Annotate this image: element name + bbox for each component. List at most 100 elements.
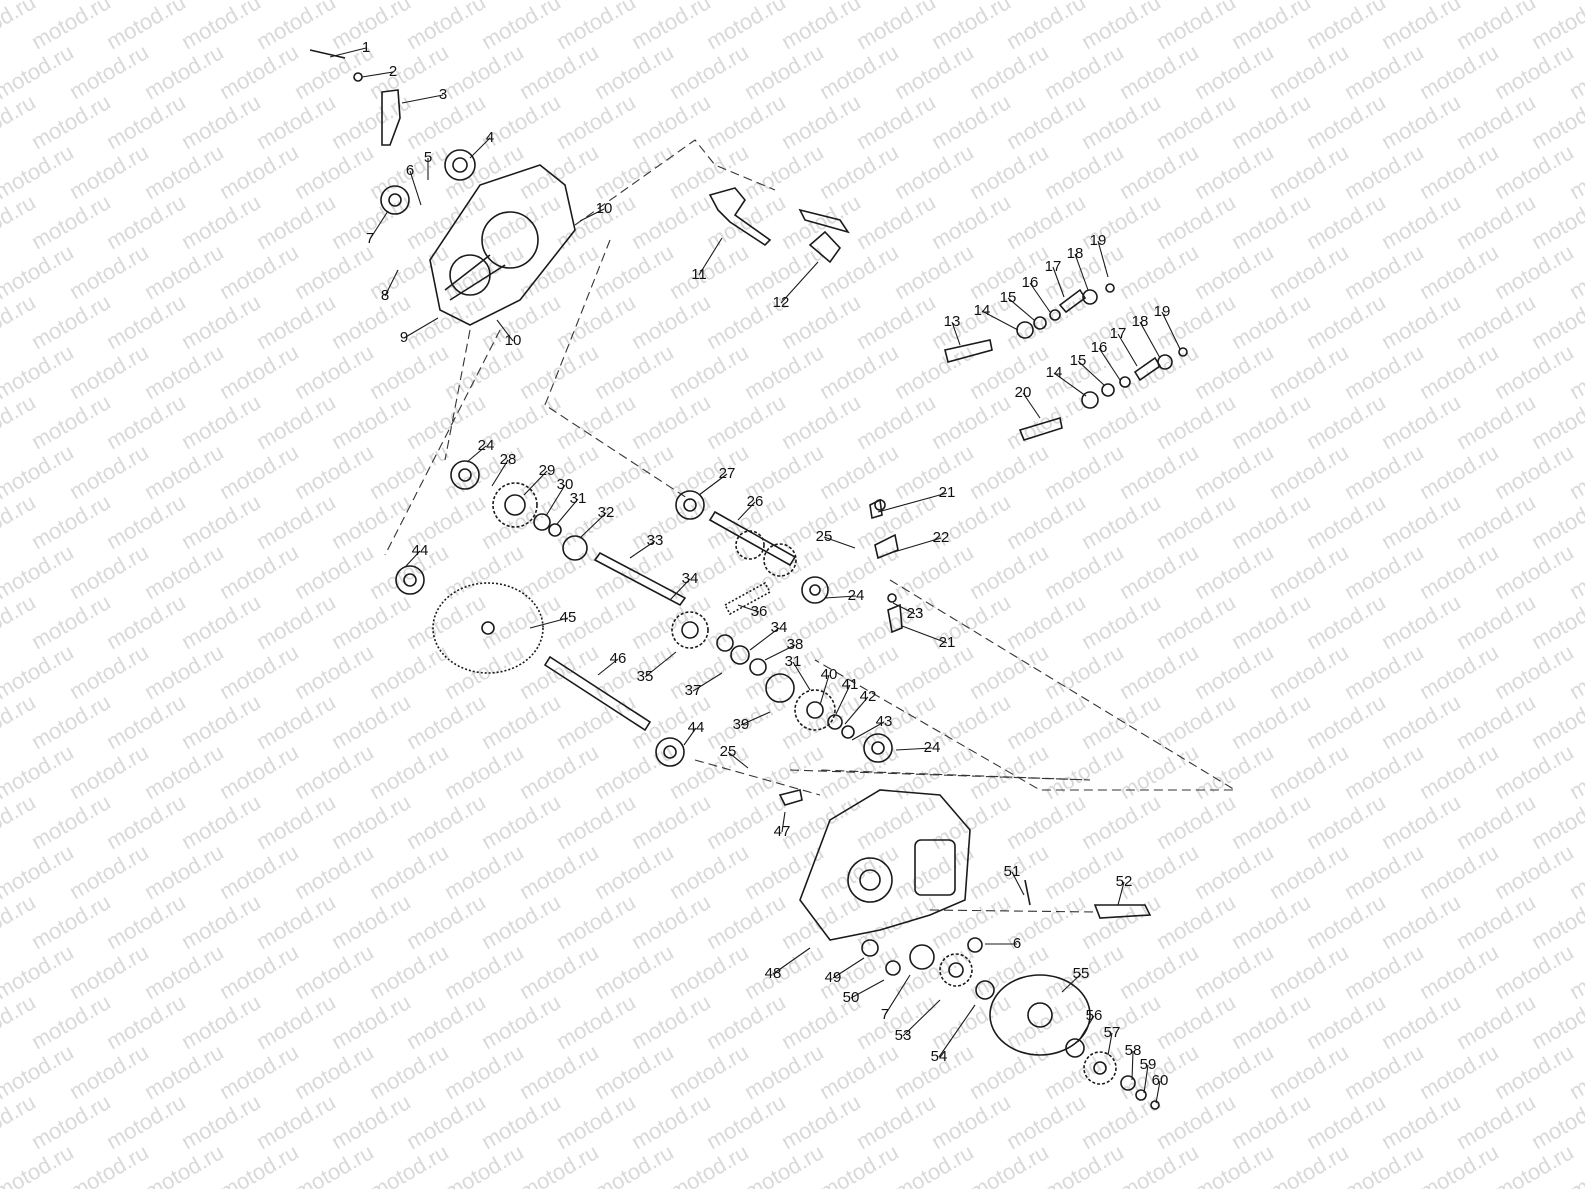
part-callout-5: 5 (424, 149, 432, 166)
part-callout-47: 47 (774, 823, 791, 840)
watermark-text: motod.ru (777, 189, 865, 254)
watermark-text: motod.ru (552, 789, 640, 854)
watermark-text: motod.ru (177, 589, 265, 654)
part-callout-17: 17 (1110, 325, 1127, 342)
watermark-text: motod.ru (27, 289, 115, 354)
watermark-text: motod.ru (1227, 589, 1315, 654)
watermark-text: motod.ru (1040, 539, 1128, 604)
watermark-text: motod.ru (515, 39, 603, 104)
callout-leader-line (892, 602, 916, 615)
watermark-text: motod.ru (1452, 889, 1540, 954)
watermark-text: motod.ru (102, 889, 190, 954)
watermark-text: motod.ru (365, 939, 453, 1004)
part-callout-58: 58 (1125, 1042, 1142, 1059)
watermark-text: motod.ru (852, 389, 940, 454)
part-callout-50: 50 (843, 989, 860, 1006)
watermark-text: motod.ru (627, 489, 715, 554)
callout-leader-line (981, 310, 1019, 331)
watermark-text: motod.ru (477, 889, 565, 954)
callout-leader-line (669, 578, 691, 601)
watermark-text: motod.ru (65, 239, 153, 304)
watermark-text: motod.ru (665, 639, 753, 704)
watermark-text: motod.ru (140, 139, 228, 204)
watermark-text: motod.ru (890, 339, 978, 404)
watermark-text: motod.ru (1115, 1139, 1203, 1189)
watermark-text: motod.ru (1340, 639, 1428, 704)
watermark-text: motod.ru (1340, 539, 1428, 604)
callout-leader-line (764, 644, 796, 661)
watermark-text: motod.ru (552, 689, 640, 754)
watermark-text: motod.ru (1077, 0, 1165, 54)
watermark-text: motod.ru (140, 739, 228, 804)
watermark-text: motod.ru (477, 0, 565, 54)
watermark-text: motod.ru (1340, 239, 1428, 304)
watermark-text: motod.ru (590, 639, 678, 704)
watermark-text: motod.ru (1415, 739, 1503, 804)
watermark-text: motod.ru (27, 589, 115, 654)
part-callout-44: 44 (688, 719, 705, 736)
watermark-text: motod.ru (1077, 489, 1165, 554)
watermark-text: motod.ru (1115, 839, 1203, 904)
watermark-text: motod.ru (65, 939, 153, 1004)
callout-leader-line (737, 501, 756, 521)
watermark-text: motod.ru (515, 339, 603, 404)
watermark-text: motod.ru (1002, 689, 1090, 754)
watermark-text: motod.ru (852, 89, 940, 154)
watermark-text: motod.ru (1452, 389, 1540, 454)
lower-case (778, 789, 971, 941)
watermark-text: motod.ru (1265, 339, 1353, 404)
watermark-text: motod.ru (27, 389, 115, 454)
watermark-text: motod.ru (740, 939, 828, 1004)
watermark-text: motod.ru (365, 839, 453, 904)
callout-leader-line (851, 721, 885, 741)
part-callout-26: 26 (747, 493, 764, 510)
watermark-text: motod.ru (1452, 0, 1540, 54)
watermark-text: motod.ru (327, 89, 415, 154)
part-callout-43: 43 (876, 713, 893, 730)
watermark-text: motod.ru (1227, 789, 1315, 854)
watermark-text: motod.ru (215, 239, 303, 304)
watermark-text: motod.ru (365, 739, 453, 804)
watermark-text: motod.ru (777, 289, 865, 354)
part-callout-21: 21 (939, 484, 956, 501)
watermark-text: motod.ru (327, 0, 415, 54)
watermark-text: motod.ru (65, 139, 153, 204)
watermark-text: motod.ru (102, 189, 190, 254)
watermark-text: motod.ru (27, 89, 115, 154)
watermark-text: motod.ru (1040, 739, 1128, 804)
watermark-text: motod.ru (477, 1089, 565, 1154)
watermark-text: motod.ru (1452, 589, 1540, 654)
watermark-text: motod.ru (1340, 139, 1428, 204)
watermark-text: motod.ru (1152, 89, 1240, 154)
part-callout-33: 33 (647, 532, 664, 549)
watermark-text: motod.ru (590, 139, 678, 204)
callout-leader-line (529, 617, 569, 629)
callout-leader-line (1052, 266, 1065, 298)
callout-leader-line (737, 604, 760, 613)
watermark-text: motod.ru (1190, 39, 1278, 104)
part-callout-10: 10 (596, 200, 613, 217)
watermark-text: motod.ru (27, 689, 115, 754)
watermark-text: motod.ru (815, 239, 903, 304)
watermark-text: motod.ru (1115, 339, 1203, 404)
watermark-text: motod.ru (890, 939, 978, 1004)
watermark-text: motod.ru (1415, 39, 1503, 104)
watermark-text: motod.ru (1227, 889, 1315, 954)
watermark-text: motod.ru (1152, 689, 1240, 754)
watermark-text: motod.ru (252, 789, 340, 854)
watermark-text: motod.ru (1377, 89, 1465, 154)
watermark-text: motod.ru (440, 839, 528, 904)
callout-leader-line (329, 47, 367, 58)
part-callout-13: 13 (944, 313, 961, 330)
callout-leader-line (893, 537, 942, 553)
watermark-text: motod.ru (102, 589, 190, 654)
watermark-text: motod.ru (1415, 139, 1503, 204)
watermark-text: motod.ru (140, 239, 228, 304)
watermark-text: motod.ru (1490, 639, 1578, 704)
part-callout-30: 30 (557, 476, 574, 493)
watermark-text: motod.ru (740, 139, 828, 204)
callout-leader-line (877, 492, 948, 513)
watermark-text: motod.ru (1265, 839, 1353, 904)
